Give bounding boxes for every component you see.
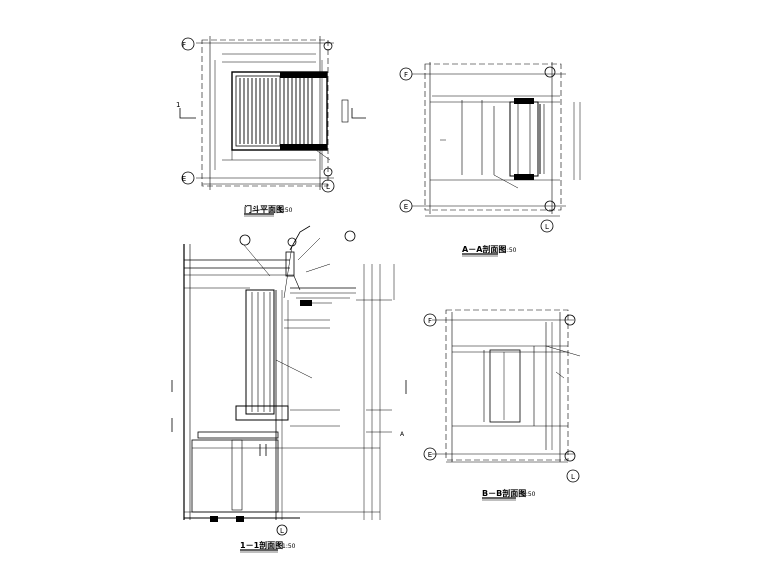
bb-axis-top-label: F (428, 317, 432, 325)
s11-level-mark: A (400, 431, 405, 438)
aa-axis-bottom-label: E (404, 203, 408, 211)
plan-axis-bottom-label: E (182, 175, 186, 183)
section-11-view (171, 225, 407, 553)
bb-scale: 1:50 (522, 491, 536, 498)
plan-view (179, 36, 366, 217)
aa-scale: 1:50 (503, 247, 517, 254)
plan-axis-right-label: L (326, 183, 330, 191)
bb-axis-bottom-label: E (428, 451, 432, 459)
plan-section-mark: 1 (176, 101, 180, 109)
s11-axis-bottom-label: L (280, 527, 284, 535)
section-bb-view (423, 309, 581, 501)
bb-axis-right-label: L (571, 473, 575, 481)
s11-title: 1－1剖面图 (240, 540, 283, 550)
aa-axis-top-label: F (404, 71, 408, 79)
aa-axis-right-label: L (545, 223, 549, 231)
plan-scale: 1:50 (279, 207, 293, 214)
plan-hatch (239, 78, 313, 144)
aa-title: A－A剖面图 (462, 244, 506, 254)
plan-axis-top-label: F (182, 41, 186, 49)
plan-title: 门斗平面图 (244, 204, 284, 214)
s11-scale: 1:50 (282, 543, 296, 550)
section-aa-view (399, 62, 581, 257)
bb-title: B－B剖面图 (482, 488, 526, 498)
